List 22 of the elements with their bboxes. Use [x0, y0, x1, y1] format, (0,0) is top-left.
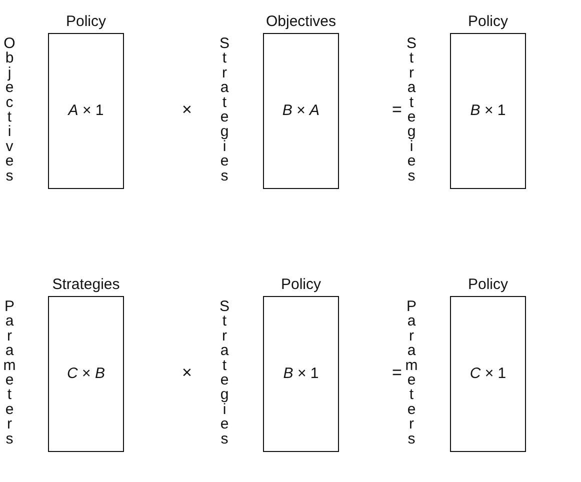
- column-heading: Strategies: [51, 276, 121, 293]
- operator-sign: ×: [182, 100, 192, 120]
- operator-sign: =: [392, 363, 402, 383]
- operator-sign: =: [392, 100, 402, 120]
- column-heading: Policy: [64, 13, 107, 30]
- row-heading: Objectives: [2, 35, 17, 182]
- row-heading: Strategies: [217, 298, 232, 446]
- matrix-box: B × 1: [450, 33, 526, 189]
- row-heading: Strategies: [404, 35, 419, 182]
- column-heading: Policy: [466, 276, 509, 293]
- matrix-box: B × A: [263, 33, 339, 189]
- matrix-box: C × 1: [450, 296, 526, 452]
- matrix-box: A × 1: [48, 33, 124, 189]
- matrix-box: B × 1: [263, 296, 339, 452]
- matrix-box: C × B: [48, 296, 124, 452]
- operator-sign: ×: [182, 363, 192, 383]
- column-heading: Policy: [466, 13, 509, 30]
- row-heading: Parameters: [404, 298, 419, 446]
- row-heading: Strategies: [217, 35, 232, 182]
- row-heading: Parameters: [2, 298, 17, 446]
- column-heading: Policy: [280, 276, 322, 293]
- column-heading: Objectives: [264, 13, 338, 30]
